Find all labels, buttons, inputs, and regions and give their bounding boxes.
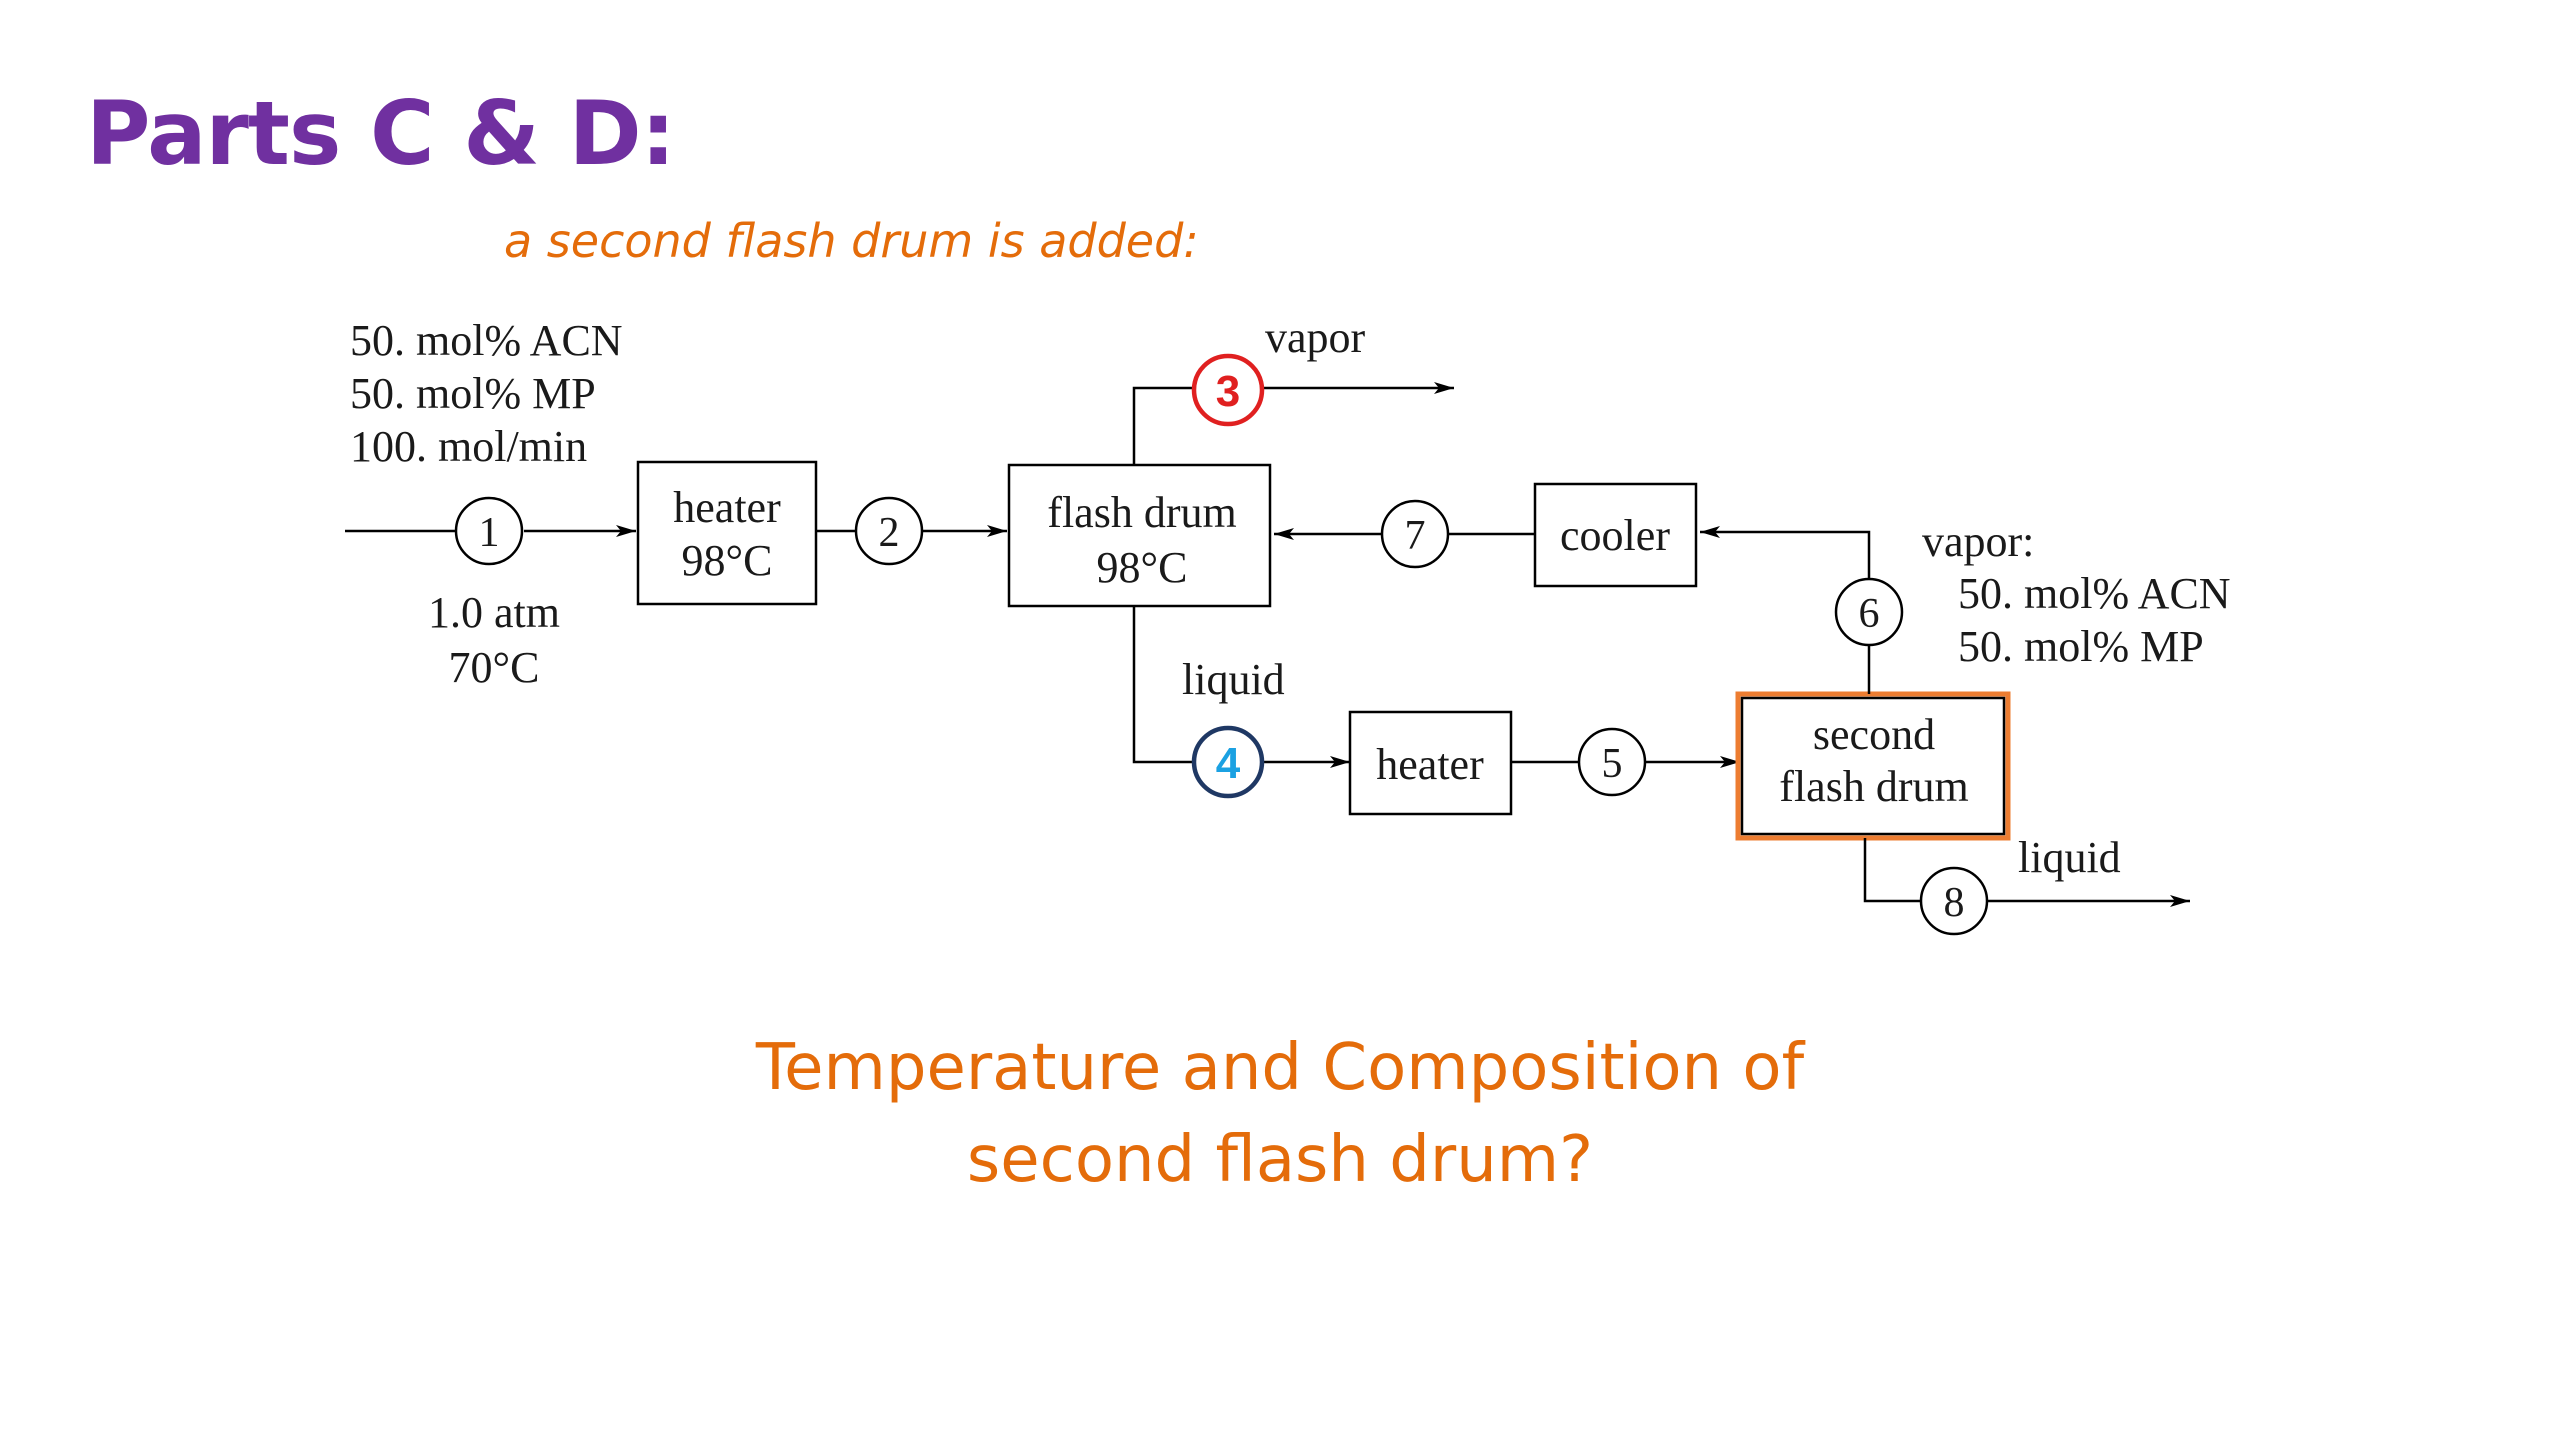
stream-4-marker: 4 [1191, 725, 1265, 799]
stream-4-number: 4 [1216, 739, 1241, 788]
feed-temperature: 70°C [449, 643, 540, 692]
second-flash-drum-line2: flash drum [1779, 762, 1968, 811]
liquid-mid-label: liquid [1182, 655, 1285, 704]
second-flash-drum-line1: second [1813, 710, 1935, 759]
stream-5-number: 5 [1602, 741, 1623, 787]
stream-8-marker: 8 [1919, 866, 1989, 936]
heater-1-label: heater [673, 483, 781, 532]
stream-6-number: 6 [1859, 591, 1880, 637]
slide-subtitle: a second flash drum is added: [504, 214, 1199, 268]
vapor-6-composition-acn: 50. mol% ACN [1958, 569, 2231, 618]
stream-3-line [1132, 382, 1454, 465]
stream-7-marker: 7 [1380, 499, 1450, 569]
question-text: Temperature and Composition of second fl… [0, 1022, 2560, 1206]
stream-8-number: 8 [1944, 880, 1965, 926]
stream-2-number: 2 [879, 510, 900, 556]
stream-8-line [1863, 838, 2190, 907]
vapor-top-label: vapor [1265, 313, 1366, 362]
flash-drum-1-box: flash drum 98°C [1007, 463, 1272, 608]
cooler-label: cooler [1560, 511, 1670, 560]
stream-4-line [1132, 606, 1350, 768]
slide-title: Parts C & D: [86, 82, 676, 185]
liquid-bottom-label: liquid [2018, 833, 2121, 882]
stream-1-number: 1 [479, 510, 500, 556]
heater-1-box: heater 98°C [636, 460, 818, 606]
stream-3-marker: 3 [1191, 353, 1265, 427]
question-line-2: second flash drum? [966, 1123, 1594, 1197]
flash-drum-1-temperature: 98°C [1097, 543, 1188, 592]
heater-2-label: heater [1376, 740, 1484, 789]
question-line-1: Temperature and Composition of [755, 1031, 1805, 1105]
heater-2-box: heater [1348, 710, 1513, 816]
flash-drum-1-label: flash drum [1047, 488, 1236, 537]
feed-flow-rate: 100. mol/min [350, 422, 587, 471]
stream-3-number: 3 [1216, 367, 1240, 416]
vapor-6-title: vapor: [1922, 517, 2034, 566]
cooler-box: cooler [1533, 482, 1698, 588]
stream-1-marker: 1 [454, 496, 524, 566]
feed-pressure: 1.0 atm [428, 588, 560, 637]
stream-5-marker: 5 [1577, 727, 1647, 797]
feed-composition-acn: 50. mol% ACN [350, 316, 623, 365]
stream-6-marker: 6 [1834, 577, 1904, 647]
stream-7-number: 7 [1405, 513, 1426, 559]
stream-2-marker: 2 [854, 496, 924, 566]
second-flash-drum-box: second flash drum [1735, 691, 2011, 841]
vapor-6-composition-mp: 50. mol% MP [1958, 622, 2204, 671]
feed-composition-mp: 50. mol% MP [350, 369, 596, 418]
heater-1-temperature: 98°C [682, 536, 773, 585]
stream-6-line [1700, 526, 1871, 694]
